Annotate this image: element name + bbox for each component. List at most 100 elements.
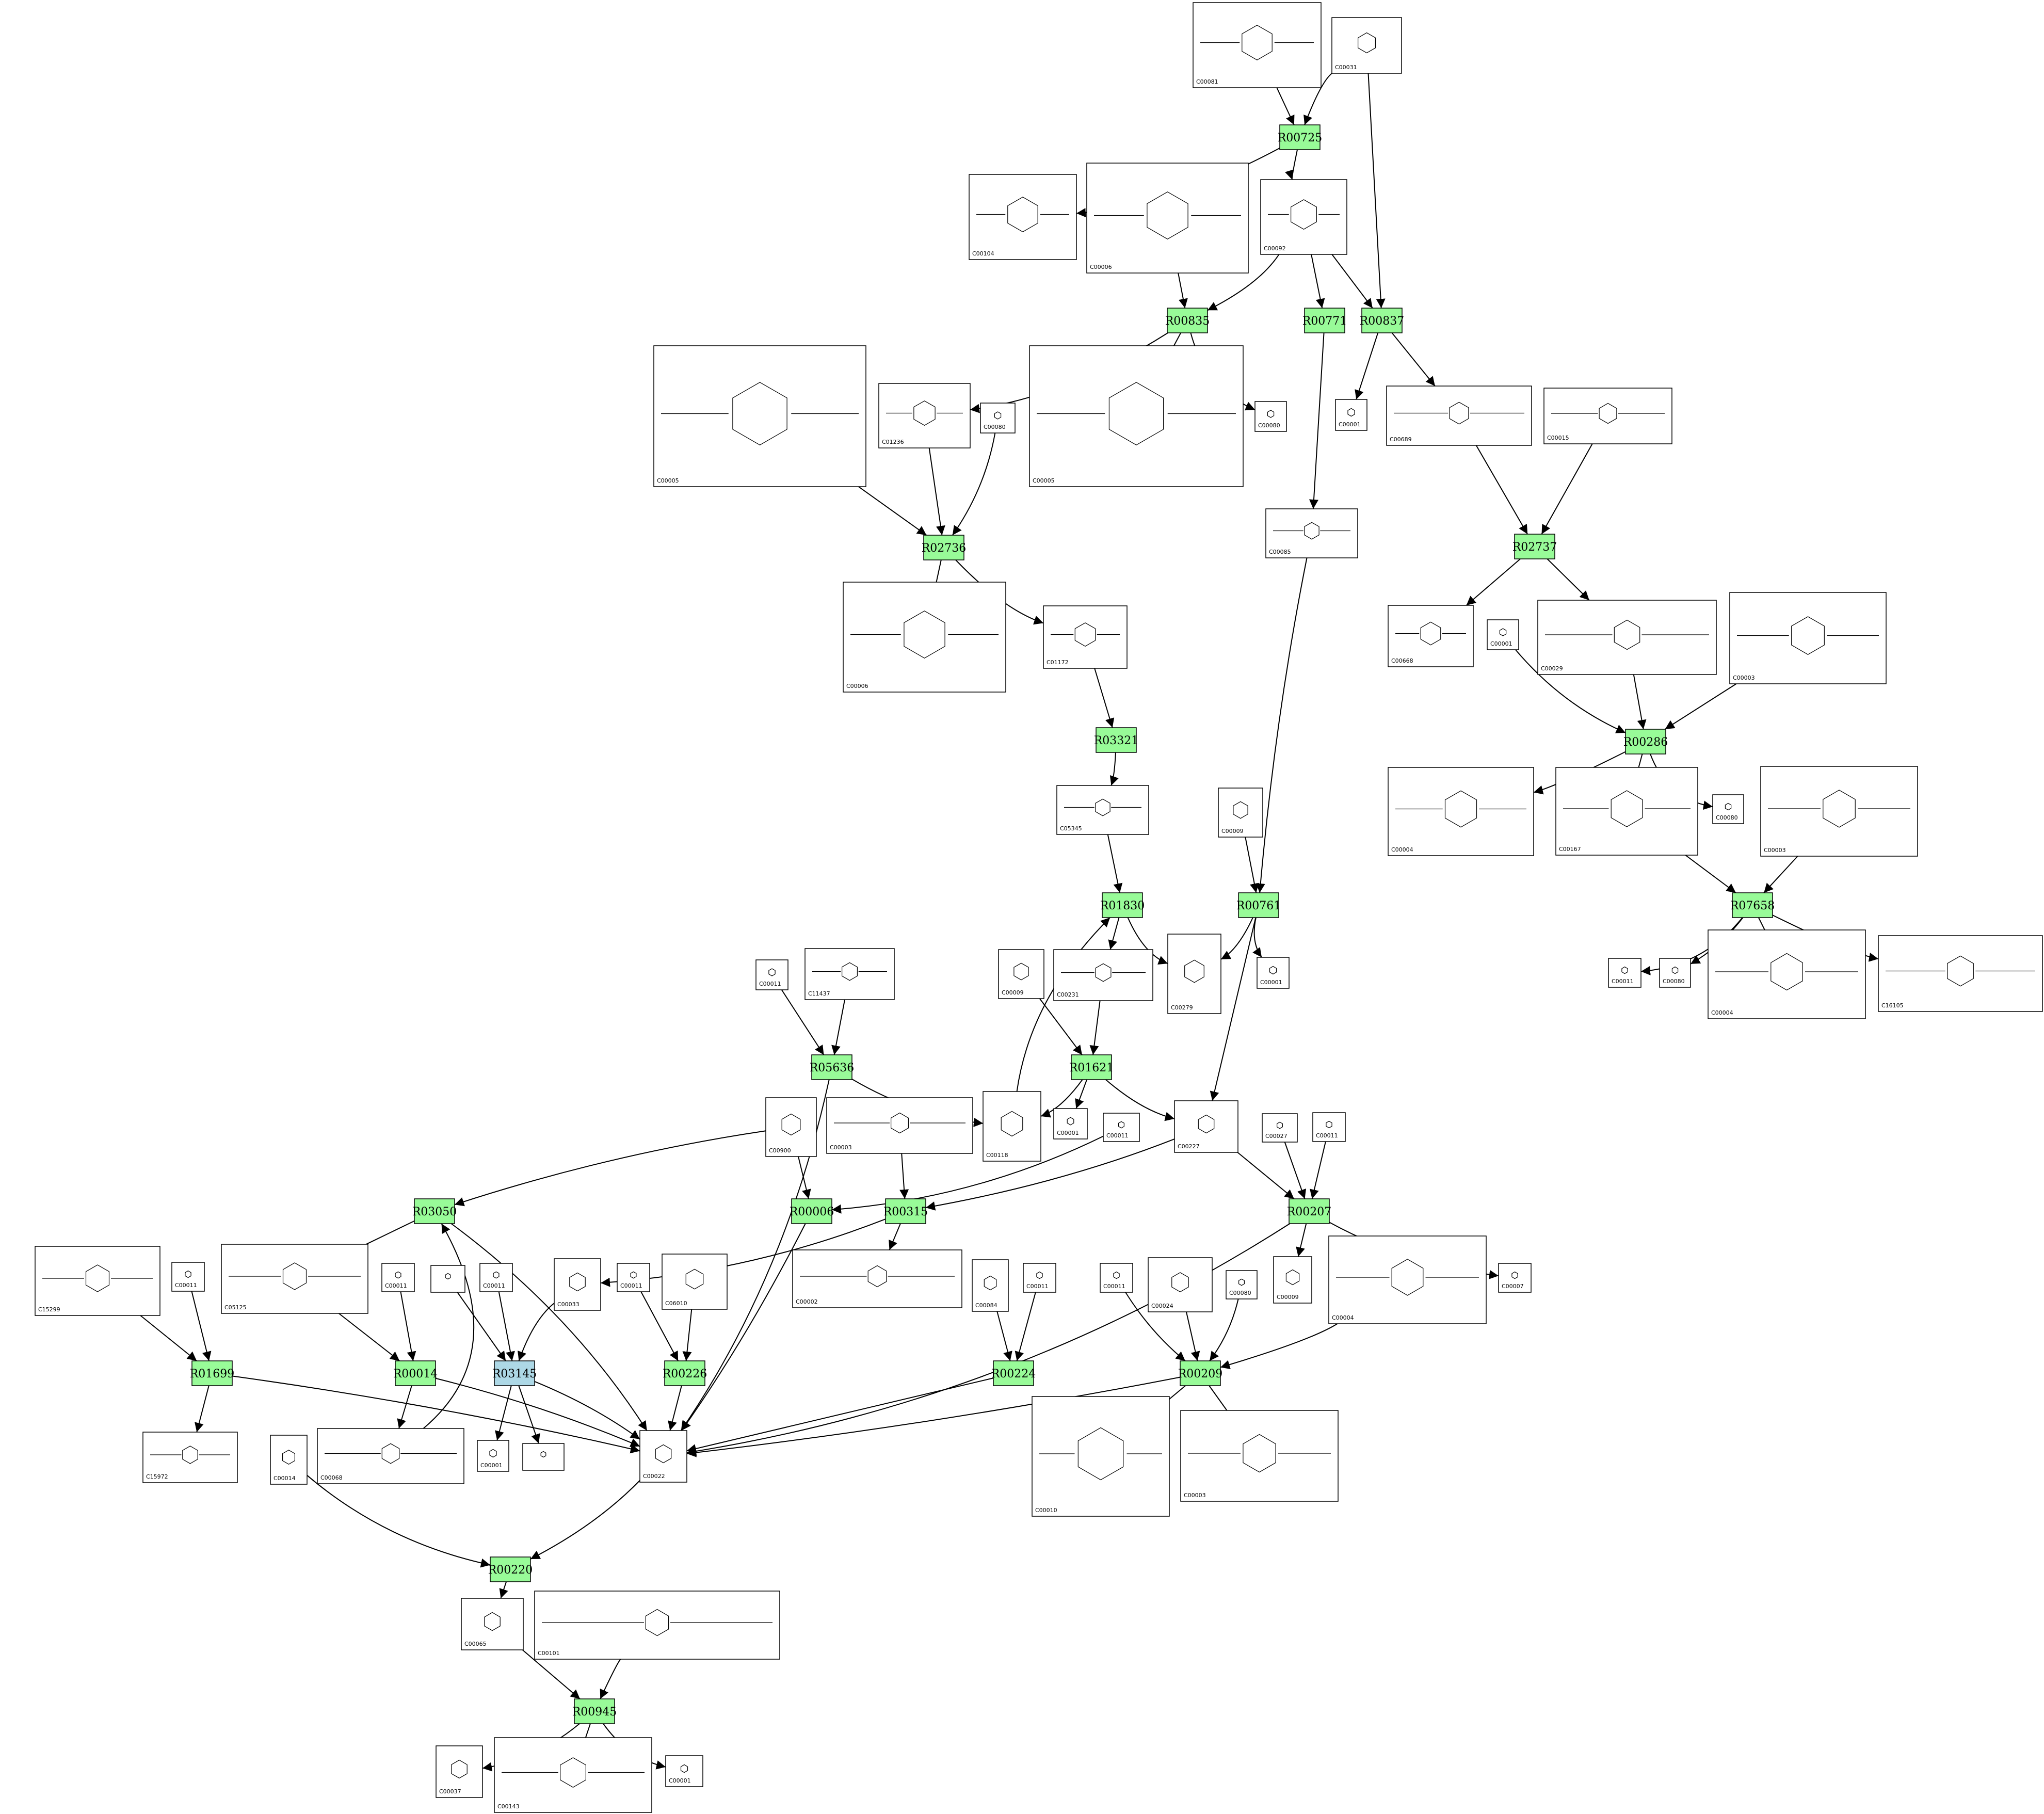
reaction-node-r00771[interactable]: R00771	[1302, 308, 1347, 333]
compound-node-c15299[interactable]: C15299	[35, 1246, 160, 1316]
compound-node-c00001_e[interactable]: C00001	[477, 1440, 509, 1472]
compound-node-c00001_a[interactable]: C00001	[1335, 399, 1367, 431]
compound-node-c00002[interactable]: C00002	[792, 1249, 962, 1308]
compound-node-c00167[interactable]: C00167	[1555, 767, 1698, 856]
reaction-node-r02736[interactable]: R02736	[922, 535, 967, 560]
compound-node-c01172[interactable]: C01172	[1043, 605, 1128, 669]
compound-node-c00080_a[interactable]: C00080	[980, 403, 1016, 434]
reaction-node-r00725[interactable]: R00725	[1278, 124, 1323, 150]
compound-node-c00004_c[interactable]: C00004	[1328, 1235, 1487, 1324]
compound-node-c00022[interactable]: C00022	[639, 1430, 687, 1483]
compound-node-c00011_d[interactable]: C00011	[1312, 1112, 1346, 1142]
compound-node-c00011_h[interactable]: C00011	[617, 1263, 650, 1292]
compound-node-c00029[interactable]: C00029	[1537, 600, 1717, 675]
compound-node-c01236[interactable]: C01236	[878, 383, 971, 448]
compound-node-c00011_i[interactable]: C00011	[1023, 1263, 1056, 1293]
compound-node-c00689[interactable]: C00689	[1386, 386, 1532, 446]
compound-node-c00080_c[interactable]: C00080	[1712, 794, 1744, 824]
compound-node-c00031[interactable]: C00031	[1331, 17, 1402, 74]
compound-node-c00004_b[interactable]: C00004	[1708, 929, 1866, 1019]
compound-node-c00005_b[interactable]: C00005	[1029, 345, 1244, 487]
reaction-node-r03321[interactable]: R03321	[1094, 727, 1139, 753]
compound-node-c00101[interactable]: C00101	[534, 1591, 780, 1660]
compound-node-c00003_c[interactable]: C00003	[826, 1097, 973, 1154]
reaction-node-r00209[interactable]: R00209	[1178, 1360, 1223, 1386]
compound-node-c06010[interactable]: C06010	[662, 1254, 728, 1310]
compound-node-c00143[interactable]: C00143	[494, 1737, 652, 1813]
reaction-node-r02737[interactable]: R02737	[1512, 534, 1557, 559]
compound-node-c00085[interactable]: C00085	[1265, 508, 1358, 558]
compound-node-c05345[interactable]: C05345	[1056, 785, 1149, 835]
reaction-node-r00945[interactable]: R00945	[572, 1698, 617, 1724]
compound-node-c00011_c[interactable]: C00011	[1103, 1113, 1140, 1142]
reaction-node-r01830[interactable]: R01830	[1100, 892, 1145, 918]
compound-node-c00009_a[interactable]: C00009	[1218, 788, 1263, 838]
compound-node-c00118[interactable]: C00118	[983, 1091, 1041, 1162]
compound-node-c00009_c[interactable]: C00009	[1273, 1256, 1312, 1304]
compound-node-c00003_d[interactable]: C00003	[1180, 1410, 1339, 1502]
compound-node-c00027[interactable]: C00027	[1262, 1113, 1298, 1143]
compound-node-c00001_b[interactable]: C00001	[1487, 619, 1519, 650]
reaction-node-r00207[interactable]: R00207	[1287, 1198, 1332, 1224]
compound-node-c00024[interactable]: C00024	[1148, 1257, 1213, 1312]
reaction-node-r00226[interactable]: R00226	[663, 1360, 707, 1386]
reaction-node-r00014[interactable]: R00014	[393, 1360, 438, 1386]
compound-node-c00011_j[interactable]: C00011	[1100, 1263, 1133, 1293]
compound-node-c00092[interactable]: C00092	[1260, 179, 1347, 255]
reaction-node-r00837[interactable]: R00837	[1360, 308, 1405, 333]
compound-node-c00004_a[interactable]: C00004	[1388, 767, 1534, 856]
reaction-node-r00286[interactable]: R00286	[1623, 729, 1668, 755]
compound-node-c00081[interactable]: C00081	[1193, 2, 1322, 88]
reaction-node-r05636[interactable]: R05636	[810, 1054, 855, 1080]
compound-node-c00068[interactable]: C00068	[317, 1428, 464, 1484]
compound-node-c00003_b[interactable]: C00003	[1760, 766, 1918, 857]
reaction-node-r00835[interactable]: R00835	[1165, 308, 1210, 333]
compound-node-c00007[interactable]: C00007	[1498, 1263, 1532, 1293]
reaction-node-r00220[interactable]: R00220	[488, 1556, 533, 1582]
reaction-node-r01699[interactable]: R01699	[190, 1360, 235, 1386]
reaction-node-r01621[interactable]: R01621	[1069, 1054, 1114, 1080]
compound-node-c00668[interactable]: C00668	[1388, 605, 1474, 667]
compound-node-c00005_a[interactable]: C00005	[653, 345, 866, 487]
compound-node-c11437[interactable]: C11437	[804, 948, 895, 1000]
reaction-node-r00761[interactable]: R00761	[1236, 892, 1281, 918]
compound-node-c00009_b[interactable]: C00009	[998, 949, 1044, 999]
compound-node-c00037[interactable]: C00037	[436, 1745, 483, 1798]
reaction-node-r00006[interactable]: R00006	[790, 1198, 834, 1224]
compound-node-c00080_e[interactable]: C00080	[1226, 1270, 1258, 1299]
compound-node-c00003_a[interactable]: C00003	[1729, 592, 1887, 684]
compound-node-c00001_f[interactable]: C00001	[665, 1755, 703, 1787]
compound-node-c00011_e[interactable]: C00011	[171, 1262, 205, 1292]
reaction-node-r03145[interactable]: R03145	[492, 1360, 537, 1386]
compound-node-c00011_f[interactable]: C00011	[381, 1263, 415, 1292]
reaction-node-r03050[interactable]: R03050	[412, 1198, 457, 1224]
compound-node-c00227[interactable]: C00227	[1174, 1100, 1238, 1153]
compound-node-blank_b[interactable]	[522, 1443, 565, 1471]
compound-node-c00900[interactable]: C00900	[765, 1097, 817, 1157]
compound-node-c00065[interactable]: C00065	[461, 1598, 524, 1650]
reaction-node-r00315[interactable]: R00315	[883, 1198, 928, 1224]
compound-node-c00080_d[interactable]: C00080	[1659, 958, 1691, 988]
compound-node-c00080_b[interactable]: C00080	[1254, 401, 1287, 432]
compound-node-c00006_b[interactable]: C00006	[843, 582, 1006, 693]
compound-node-c00084[interactable]: C00084	[972, 1259, 1009, 1312]
compound-node-c00033[interactable]: C00033	[554, 1258, 601, 1311]
reaction-node-r07658[interactable]: R07658	[1730, 892, 1775, 918]
compound-node-c00015[interactable]: C00015	[1543, 388, 1672, 444]
compound-node-c00279[interactable]: C00279	[1167, 934, 1221, 1014]
compound-node-c16105[interactable]: C16105	[1878, 935, 2043, 1012]
compound-node-c00231[interactable]: C00231	[1053, 949, 1153, 1001]
compound-node-blank_a[interactable]	[430, 1265, 465, 1293]
compound-node-c00010[interactable]: C00010	[1032, 1396, 1170, 1517]
compound-node-c00011_g[interactable]: C00011	[479, 1263, 513, 1292]
compound-node-c00006_a[interactable]: C00006	[1086, 163, 1249, 274]
reaction-node-r00224[interactable]: R00224	[991, 1360, 1036, 1386]
compound-node-c00011_b[interactable]: C00011	[1608, 958, 1641, 988]
compound-node-c05125[interactable]: C05125	[221, 1244, 368, 1314]
compound-node-c00014[interactable]: C00014	[270, 1435, 308, 1485]
compound-node-c15972[interactable]: C15972	[142, 1432, 238, 1483]
compound-node-c00104[interactable]: C00104	[969, 174, 1077, 260]
compound-node-c00001_c[interactable]: C00001	[1257, 957, 1290, 989]
compound-node-c00011_a[interactable]: C00011	[755, 959, 788, 990]
compound-node-c00001_d[interactable]: C00001	[1053, 1108, 1088, 1139]
